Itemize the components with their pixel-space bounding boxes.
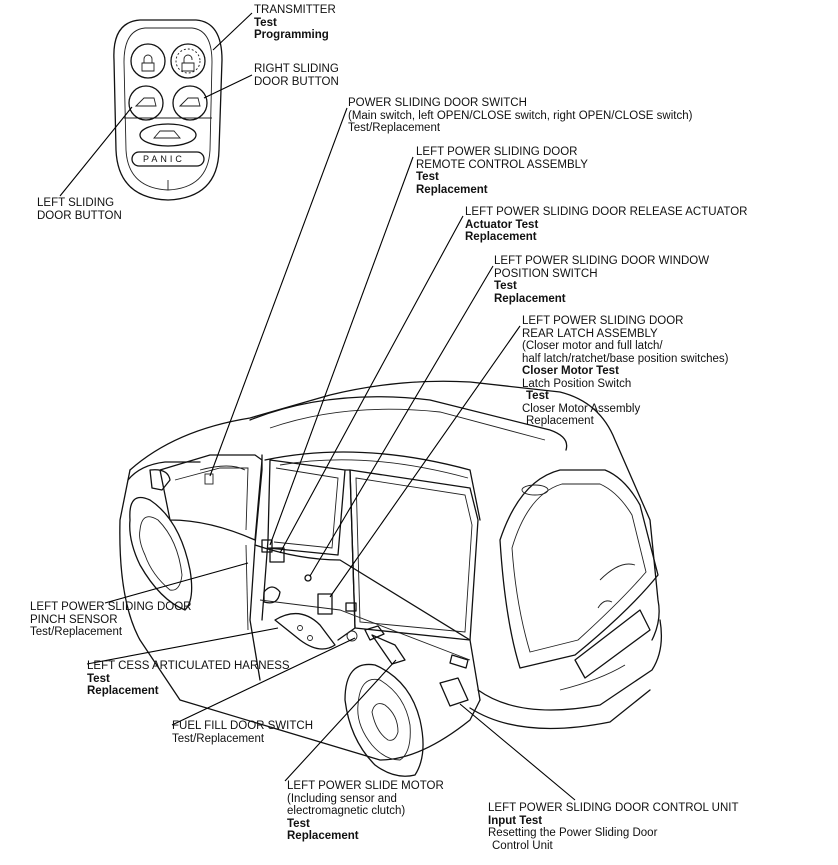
rear-latch-assembly-label: LEFT POWER SLIDING DOOR REAR LATCH ASSEM… <box>522 315 728 428</box>
right-sliding-door-button-shape <box>172 85 208 121</box>
window-position-switch-title-1: LEFT POWER SLIDING DOOR WINDOW <box>494 255 710 267</box>
rear-latch-note-1: (Closer motor and full latch/ <box>522 340 663 352</box>
rear-latch-test: Test <box>526 390 549 402</box>
window-position-switch-test: Test <box>494 280 517 292</box>
left-sliding-door-button-label: LEFT SLIDING DOOR BUTTON <box>37 197 122 222</box>
pinch-sensor-title-1: LEFT POWER SLIDING DOOR <box>30 601 192 613</box>
leader-lines <box>59 12 576 801</box>
slide-motor-test: Test <box>287 817 310 830</box>
fuel-fill-switch-test: Test/Replacement <box>172 732 265 745</box>
slide-motor-replacement: Replacement <box>287 830 359 842</box>
remote-control-assembly-test: Test <box>416 171 439 183</box>
door-components <box>204 473 469 669</box>
pinch-sensor-title-2: PINCH SENSOR <box>30 613 118 626</box>
control-unit-name: Control Unit <box>492 839 553 852</box>
cess-harness-title: LEFT CESS ARTICULATED HARNESS <box>87 660 290 672</box>
rear-latch-closer-motor-assembly: Closer Motor Assembly <box>522 402 641 415</box>
rear-latch-assembly-part <box>317 593 333 615</box>
window-position-switch-title-2: POSITION SWITCH <box>494 267 598 280</box>
rear-latch-replacement: Replacement <box>526 415 594 427</box>
remote-control-assembly-title-1: LEFT POWER SLIDING DOOR <box>416 146 578 158</box>
control-unit-resetting: Resetting the Power Sliding Door <box>488 827 658 839</box>
cess-harness-replacement: Replacement <box>87 685 159 697</box>
pinch-sensor-label: LEFT POWER SLIDING DOOR PINCH SENSOR Tes… <box>30 601 191 639</box>
slide-motor-note-2: electromagnetic clutch) <box>287 805 406 817</box>
remote-control-assembly-title-2: REMOTE CONTROL ASSEMBLY <box>416 158 588 171</box>
cess-harness-part <box>371 634 406 665</box>
slide-motor-part <box>263 586 281 604</box>
right-sliding-door-button-title-1: RIGHT SLIDING <box>254 63 339 75</box>
release-actuator-title: LEFT POWER SLIDING DOOR RELEASE ACTUATOR <box>465 206 748 218</box>
fuel-fill-switch-label: FUEL FILL DOOR SWITCH Test/Replacement <box>172 720 313 745</box>
left-sliding-door-button-title-1: LEFT SLIDING <box>37 197 115 209</box>
left-sliding-door-button-shape <box>128 85 164 121</box>
remote-control-assembly-label: LEFT POWER SLIDING DOOR REMOTE CONTROL A… <box>416 146 588 196</box>
slide-motor-note-1: (Including sensor and <box>287 792 397 805</box>
window-position-switch-part <box>304 574 312 582</box>
rear-latch-position-switch: Latch Position Switch <box>522 377 632 390</box>
transmitter-label: TRANSMITTER Test Programming <box>254 4 336 42</box>
window-position-switch-label: LEFT POWER SLIDING DOOR WINDOW POSITION … <box>494 255 709 305</box>
rear-latch-title-2: REAR LATCH ASSEMBLY <box>522 327 658 340</box>
transmitter-fob <box>113 19 223 201</box>
slide-motor-label: LEFT POWER SLIDE MOTOR (Including sensor… <box>287 780 444 843</box>
control-unit-label: LEFT POWER SLIDING DOOR CONTROL UNIT Inp… <box>488 802 738 852</box>
cess-harness-label: LEFT CESS ARTICULATED HARNESS Test Repla… <box>87 660 290 698</box>
transmitter-title: TRANSMITTER <box>254 4 336 16</box>
slide-motor-title: LEFT POWER SLIDE MOTOR <box>287 780 444 792</box>
window-position-switch-replacement: Replacement <box>494 292 566 305</box>
left-sliding-door-button-title-2: DOOR BUTTON <box>37 209 122 222</box>
transmitter-test: Test <box>254 16 277 29</box>
control-unit-input-test: Input Test <box>488 814 543 827</box>
rear-latch-closer-motor-test: Closer Motor Test <box>522 365 619 377</box>
release-actuator-part <box>269 547 285 563</box>
panic-button-label: PANIC <box>143 154 185 164</box>
transmitter-programming: Programming <box>254 29 329 41</box>
power-sliding-door-switch-label: POWER SLIDING DOOR SWITCH (Main switch, … <box>348 97 692 135</box>
rear-latch-title-1: LEFT POWER SLIDING DOOR <box>522 315 684 327</box>
minivan-body <box>119 380 663 777</box>
rear-latch-note-2: half latch/ratchet/base position switche… <box>522 352 729 365</box>
fuel-fill-switch-title: FUEL FILL DOOR SWITCH <box>172 720 313 732</box>
panic-text: PANIC <box>143 154 185 164</box>
release-actuator-replacement: Replacement <box>465 231 537 243</box>
remote-control-assembly-part <box>261 539 273 553</box>
control-unit-title: LEFT POWER SLIDING DOOR CONTROL UNIT <box>488 802 739 814</box>
right-sliding-door-button-label: RIGHT SLIDING DOOR BUTTON <box>254 63 339 88</box>
cess-harness-test: Test <box>87 672 110 685</box>
right-sliding-door-button-title-2: DOOR BUTTON <box>254 75 339 88</box>
pinch-sensor-test: Test/Replacement <box>30 626 123 638</box>
power-sliding-door-switch-test: Test/Replacement <box>348 122 441 134</box>
release-actuator-test: Actuator Test <box>465 218 539 231</box>
power-sliding-door-switch-title: POWER SLIDING DOOR SWITCH <box>348 97 527 109</box>
release-actuator-label: LEFT POWER SLIDING DOOR RELEASE ACTUATOR… <box>465 206 747 244</box>
power-sliding-door-switch-note: (Main switch, left OPEN/CLOSE switch, ri… <box>348 109 693 122</box>
remote-control-assembly-replacement: Replacement <box>416 183 488 196</box>
